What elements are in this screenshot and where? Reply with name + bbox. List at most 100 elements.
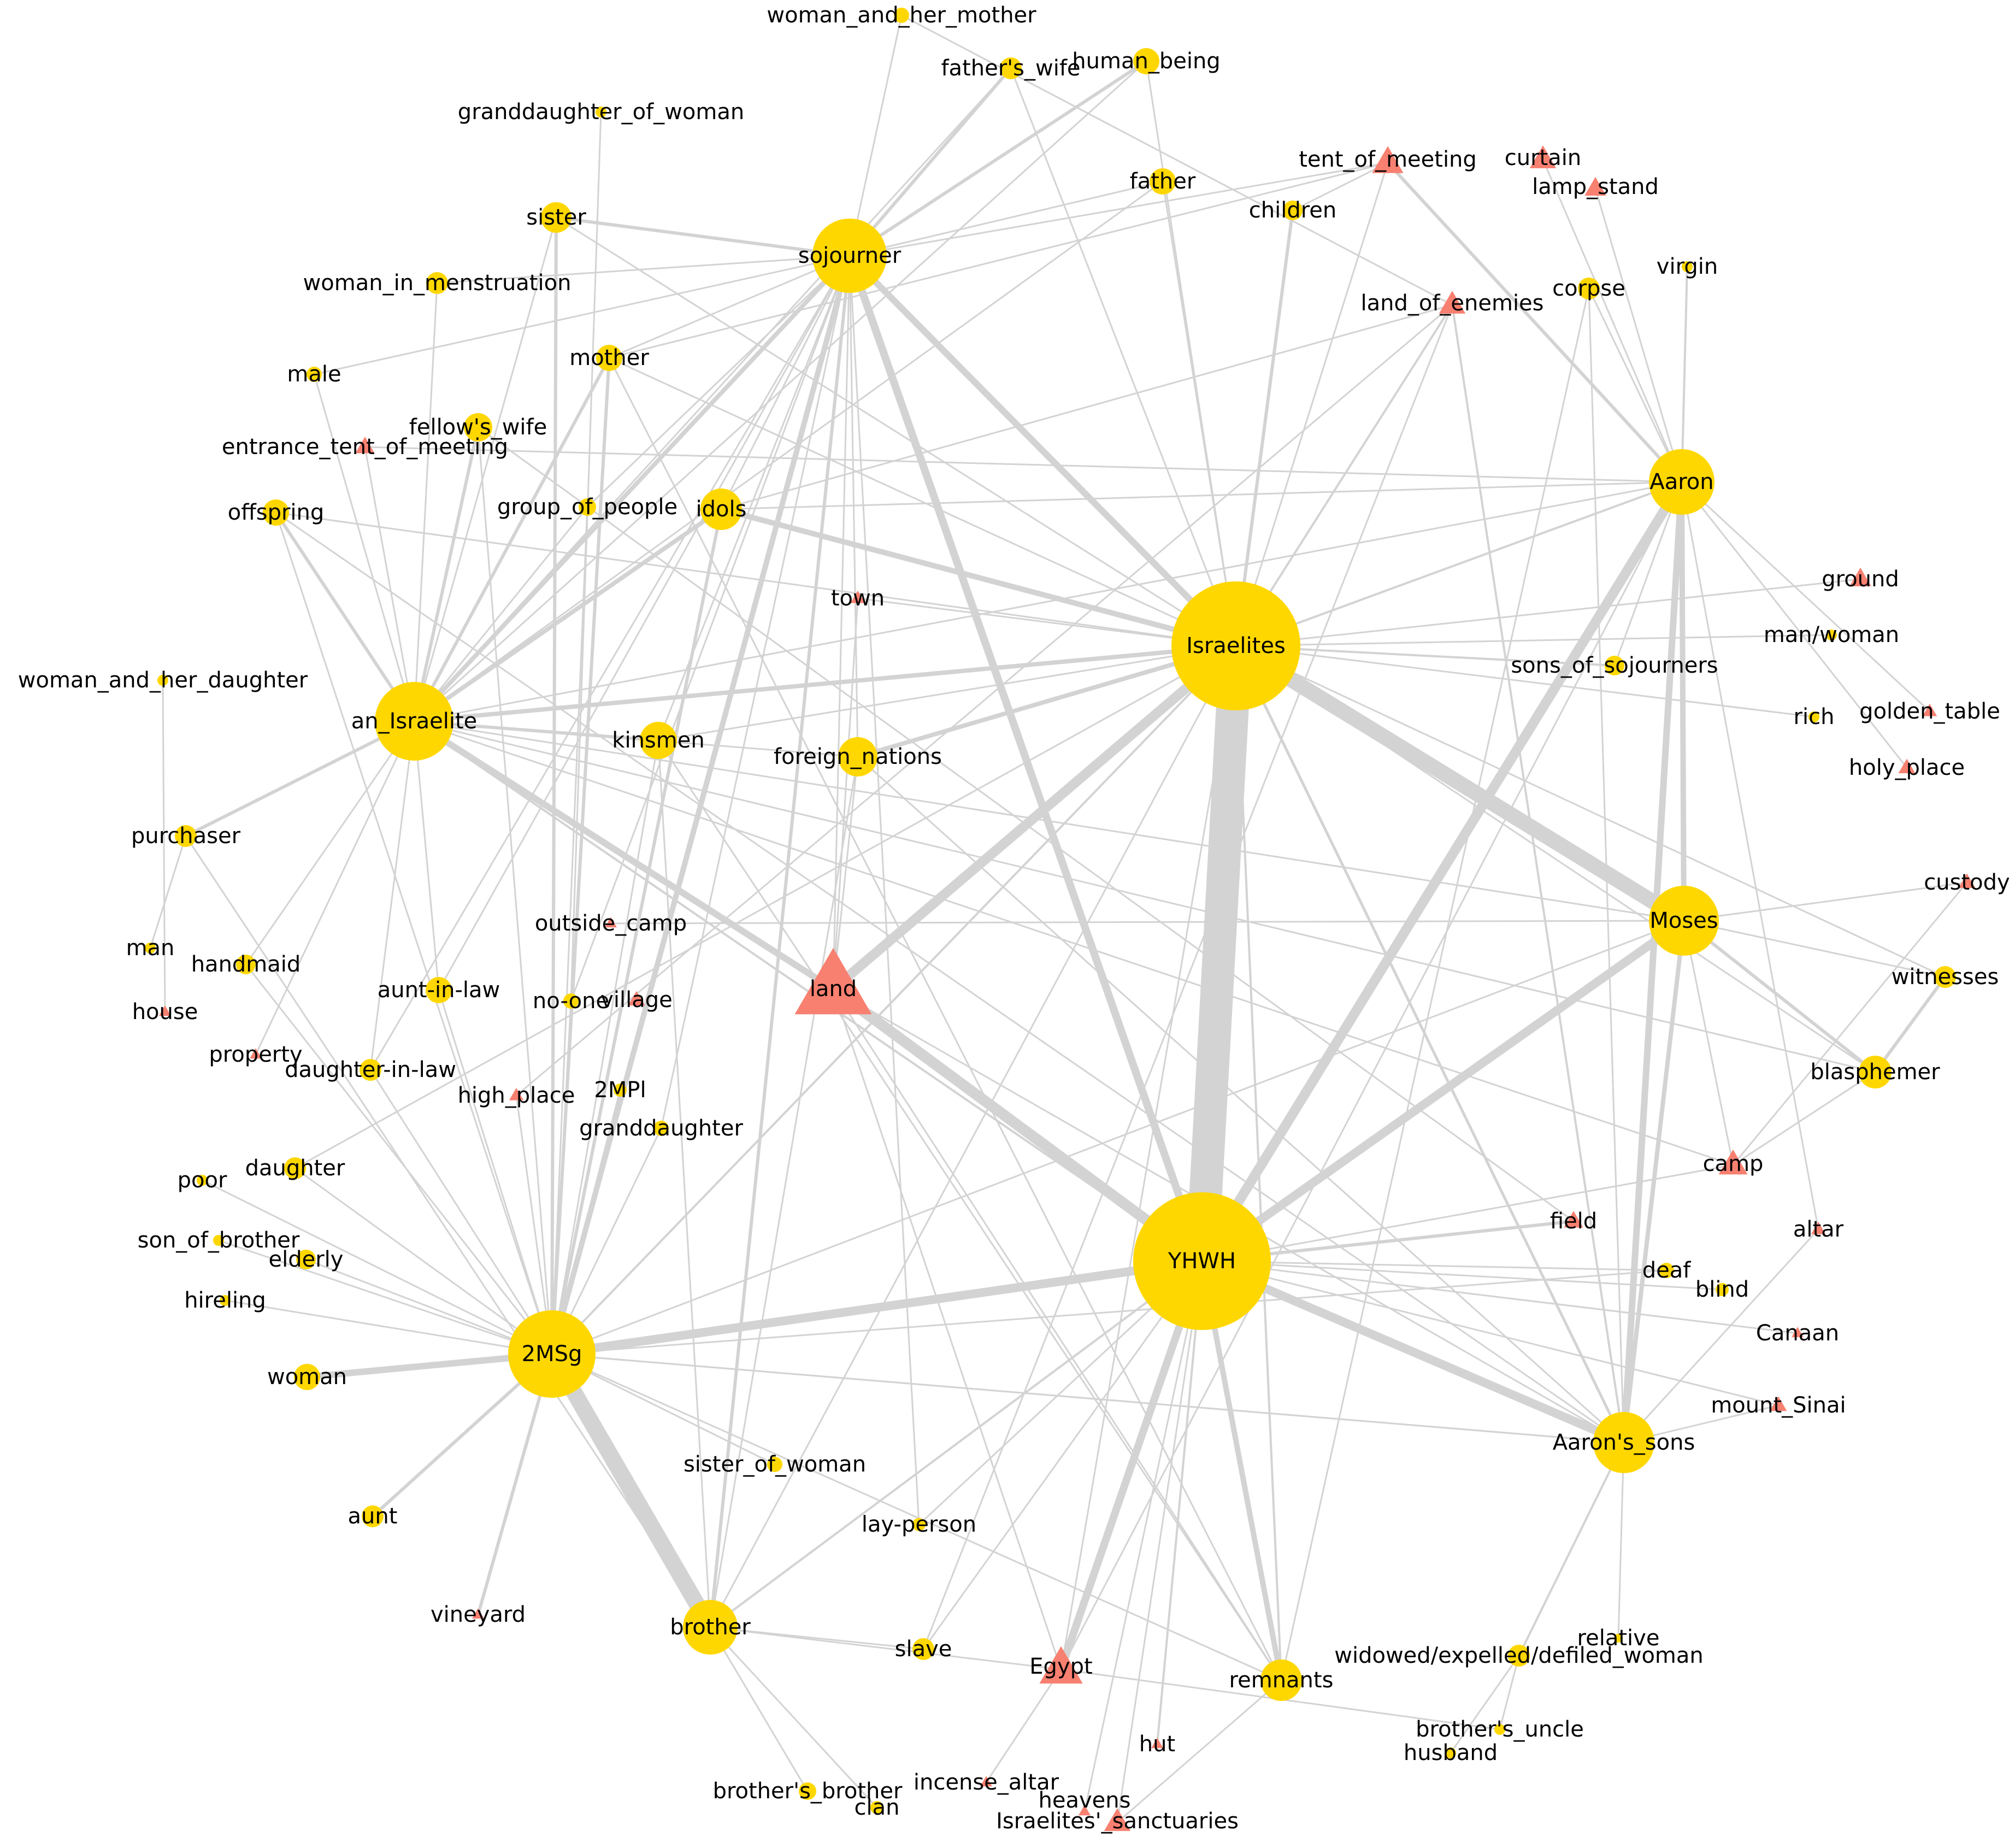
node-entrance_tent_of_meeting [355, 437, 375, 454]
edge-yhwh-aaron [1198, 479, 1686, 1264]
edge-aaron-corpse [1588, 288, 1683, 482]
node-label-2msg: 2MSg [522, 1341, 582, 1367]
node-fellows_wife [464, 413, 492, 442]
node-label-canaan: Canaan [1756, 1321, 1839, 1346]
edge-an_israelite-daughter_in_law [369, 721, 415, 1070]
edge-offspring-aarons_sons [275, 511, 1624, 1444]
edge-aarons_sons-relative [1617, 1442, 1625, 1639]
edge-an_israelite-purchaser [185, 720, 415, 838]
node-woman [294, 1364, 320, 1390]
edge-aaron-lamp_stand [1594, 188, 1683, 482]
node-granddaughter [653, 1121, 669, 1136]
edge-remnants-mother [608, 357, 1282, 1681]
edge-yhwh-hut [1156, 1261, 1203, 1745]
edge-land-foreign_nations [832, 756, 859, 990]
node-label-relative: relative [1577, 1626, 1660, 1651]
edge-idols-land_of_enemies [721, 304, 1453, 510]
node-father [1150, 168, 1176, 195]
node-deaf [1659, 1263, 1674, 1278]
node-camp [1718, 1149, 1748, 1175]
node-label-remnants: remnants [1229, 1668, 1334, 1693]
edge-israelites-rich [1235, 645, 1814, 718]
node-label-son_of_brother: son_of_brother [138, 1228, 300, 1253]
edge-yhwh-land [830, 984, 1205, 1266]
node-layer [145, 8, 1976, 1831]
edge-an_israelite-woman_in_menstruation [413, 283, 438, 722]
edge-2msg-elderly [305, 1258, 552, 1355]
edge-israelites-aarons_sons [1234, 645, 1625, 1444]
node-label-blasphemer: blasphemer [1810, 1060, 1940, 1085]
edge-brother-kinsmen [657, 740, 711, 1628]
node-2mpl [614, 1084, 627, 1097]
node-blind [1716, 1283, 1729, 1296]
edge-brother-egypt [710, 1626, 1062, 1670]
node-label-entrance_tent_of_meeting: entrance_tent_of_meeting [222, 434, 508, 460]
edge-2msg-vineyard [476, 1353, 553, 1615]
node-sister_of_woman [767, 1457, 782, 1472]
edge-israelites-sojourner [847, 253, 1239, 649]
node-field [1564, 1211, 1583, 1228]
node-label-woman_in_menstruation: woman_in_menstruation [303, 270, 571, 296]
node-label-sister: sister [526, 205, 586, 230]
node-purchaser [175, 825, 197, 847]
edge-israelites-egypt [1060, 645, 1237, 1670]
node-relative [1614, 1634, 1623, 1643]
edge-yhwh-canaan [1201, 1260, 1798, 1334]
node-woman_and_her_daughter [157, 675, 168, 686]
edge-israelites-idols [720, 507, 1237, 649]
edge-sojourner-idols [720, 255, 851, 510]
edge-aaron-curtain [1542, 159, 1683, 482]
node-label-aaron: Aaron [1649, 469, 1713, 495]
node-kinsmen [640, 722, 677, 759]
node-label-land: land [810, 976, 857, 1002]
edge-aaron-moses [1679, 481, 1687, 921]
node-label-mother: mother [569, 345, 649, 370]
node-label-witnesses: witnesses [1892, 964, 1999, 990]
edge-sojourner-fathers_wife [848, 67, 1012, 257]
edge-yhwh-deaf [1201, 1260, 1667, 1272]
edge-egypt-aaron [1060, 481, 1683, 1670]
edge-children-tent_of_meeting [1292, 162, 1388, 211]
node-label-2mpl: 2MPl [594, 1078, 646, 1103]
node-label-kinsmen: kinsmen [612, 728, 704, 753]
node-label-deaf: deaf [1642, 1258, 1692, 1283]
node-label-clan: clan [855, 1795, 900, 1820]
edge-an_israelite-camp [414, 720, 1734, 1166]
node-label-tent_of_meeting: tent_of_meeting [1299, 147, 1477, 172]
edge-blasphemer-camp [1733, 1071, 1876, 1166]
edge-an_israelite-land [412, 718, 835, 992]
edge-remnants-israelites_sanctuaries [1117, 1679, 1282, 1823]
edge-sojourner-tent_of_meeting [849, 162, 1388, 257]
node-label-daughter: daughter [245, 1156, 345, 1181]
edge-yhwh-remnants [1199, 1261, 1284, 1681]
node-label-woman: woman [267, 1364, 347, 1390]
node-corpse [1578, 278, 1600, 299]
edge-aaron-holy_place [1681, 481, 1908, 768]
edge-lay_person-sojourner [849, 255, 920, 1525]
edge-israelites-moses [1232, 639, 1688, 927]
node-town [850, 590, 865, 603]
node-land_of_enemies [1439, 291, 1466, 314]
node-label-foreign_nations: foreign_nations [774, 744, 942, 769]
edge-mother-tent_of_meeting [609, 162, 1388, 359]
edge-moses-custody [1683, 881, 1967, 922]
node-virgin [1682, 261, 1693, 272]
node-aarons_sons [1593, 1412, 1654, 1473]
node-heavens [1079, 1805, 1091, 1816]
node-label-fathers_wife: father's_wife [941, 56, 1080, 81]
node-label-an_israelite: an_Israelite [351, 709, 478, 734]
edge-yhwh-brother [709, 1260, 1203, 1628]
edge-moses-2msg [551, 920, 1684, 1355]
node-label-town: town [831, 586, 885, 611]
edge-widowed_woman-brothers_uncle [1499, 1655, 1520, 1730]
edge-aaron-altar [1681, 481, 1819, 1230]
edge-yhwh-camp [1201, 1164, 1734, 1262]
edge-sojourner-daughter_in_law [369, 255, 851, 1070]
edge-yhwh-egypt [1057, 1260, 1206, 1671]
label-layer: woman_and_her_motherfather's_wifehuman_b… [18, 3, 2010, 1834]
node-label-virgin: virgin [1657, 254, 1718, 279]
node-label-brothers_uncle: brother's_uncle [1416, 1717, 1584, 1742]
edge-an_israelite-sojourner [413, 254, 851, 723]
edge-high_place-land_of_enemies [516, 304, 1453, 1097]
node-label-woman_and_her_daughter: woman_and_her_daughter [18, 668, 308, 693]
